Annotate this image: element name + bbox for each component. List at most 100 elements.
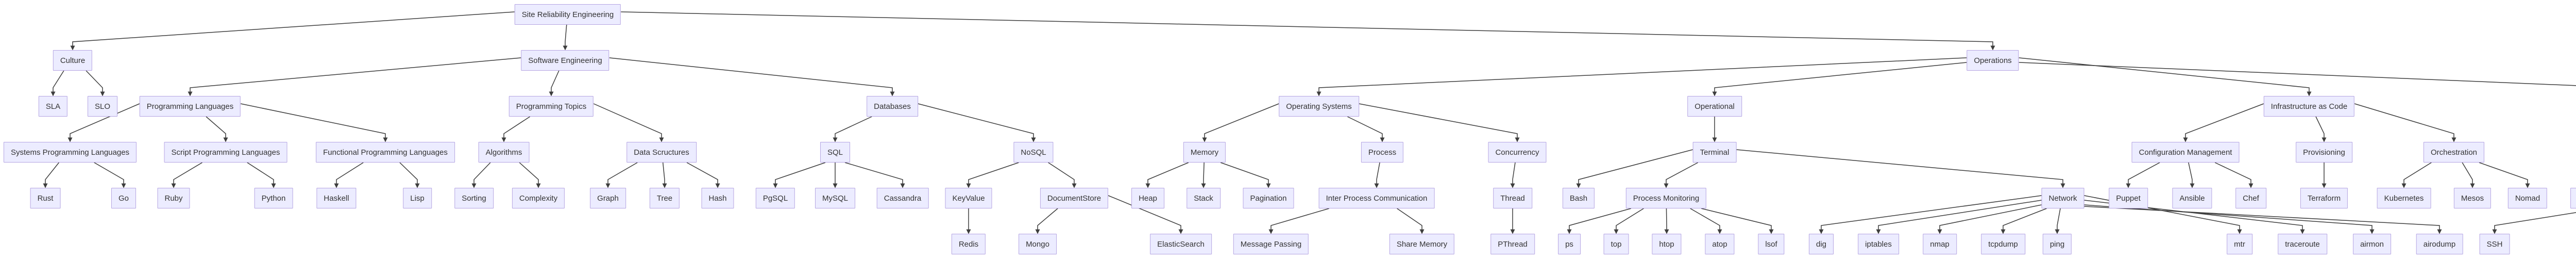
node-mysql: MySQL <box>815 188 856 208</box>
edge-databases-sql <box>833 116 872 142</box>
node-msg_passing: Message Passing <box>1233 234 1309 254</box>
edge-proc_mon-lsof <box>1701 208 1774 234</box>
node-sql: SQL <box>820 142 851 163</box>
edge-sys_pl-go <box>94 162 126 188</box>
node-haskell: Haskell <box>316 188 357 208</box>
node-proc_mon: Process Monitoring <box>1625 188 1707 208</box>
node-algorithms: Algorithms <box>478 142 530 163</box>
edge-sre-operations <box>621 11 1995 51</box>
node-os: Operating Systems <box>1279 96 1359 117</box>
node-tcpdump: tcpdump <box>1981 234 2025 254</box>
node-func_pl: Functional Programming Languages <box>316 142 455 163</box>
node-data_struct: Data Scructures <box>626 142 697 163</box>
node-culture: Culture <box>53 50 93 71</box>
edge-network-traceroute <box>2084 200 2305 234</box>
node-ansible: Ansible <box>2172 188 2212 208</box>
node-sorting: Sorting <box>454 188 494 208</box>
edge-prog_lang-func_pl <box>241 103 388 142</box>
edge-data_struct-tree <box>662 162 667 188</box>
edge-ipc-share_memory <box>1397 208 1425 234</box>
node-cassandra: Cassandra <box>876 188 929 208</box>
node-keyvalue: KeyValue <box>945 188 992 208</box>
node-script_pl: Script Programming Languages <box>164 142 287 163</box>
node-airmon: airmon <box>2353 234 2391 254</box>
edge-network-airodump <box>2084 206 2442 234</box>
node-heap: Heap <box>1131 188 1164 208</box>
edge-orchestration-nomad <box>2479 162 2530 188</box>
edge-operations-operational <box>1712 62 1967 96</box>
node-bash: Bash <box>1562 188 1595 208</box>
node-mesos: Mesos <box>2453 188 2492 208</box>
edge-network-dig <box>1819 195 2042 234</box>
edge-concurrency-thread <box>1510 162 1516 188</box>
node-sre: Site Reliability Engineering <box>514 4 621 25</box>
node-htop: htop <box>1652 234 1682 254</box>
edge-algorithms-complexity <box>519 162 541 188</box>
edge-prog_lang-script_pl <box>206 116 228 142</box>
node-mtr: mtr <box>2227 234 2252 254</box>
node-process: Process <box>1361 142 1404 163</box>
edge-network-tcpdump <box>2001 208 2047 234</box>
node-stack: Stack <box>1187 188 1221 208</box>
edge-nosql-keyvalue <box>966 162 1019 188</box>
node-docstore: DocumentStore <box>1040 188 1109 208</box>
node-nomad: Nomad <box>2507 188 2548 208</box>
edge-culture-slo <box>86 70 105 96</box>
node-lsof: lsof <box>1758 234 1785 254</box>
edge-network-iptables <box>1876 200 2042 234</box>
edge-operations-os <box>1316 57 1967 96</box>
edge-func_pl-lisp <box>399 162 420 188</box>
node-tree: Tree <box>649 188 680 208</box>
edge-config_mgmt-ansible <box>2188 162 2195 188</box>
node-puppet: Puppet <box>2109 188 2148 208</box>
edge-proc_mon-atop <box>1690 208 1722 234</box>
edge-network-ping <box>2055 208 2061 234</box>
edge-proc_mon-ps <box>1567 208 1631 234</box>
edge-orchestration-mesos <box>2462 162 2475 188</box>
edge-data_struct-graph <box>605 162 638 188</box>
edge-prog_topics-algorithms <box>501 116 531 142</box>
node-concurrency: Concurrency <box>1488 142 1547 163</box>
node-share_memory: Share Memory <box>1389 234 1455 254</box>
edge-os-process <box>1347 116 1385 142</box>
node-software_eng: Software Engineering <box>521 50 609 71</box>
node-pagination: Pagination <box>1243 188 1294 208</box>
node-terminal: Terminal <box>1692 142 1737 163</box>
edge-terminal-proc_mon <box>1664 162 1699 188</box>
node-slo: SLO <box>87 96 118 117</box>
edge-memory-pagination <box>1220 162 1271 188</box>
edge-sql-cassandra <box>844 162 905 188</box>
edge-config_mgmt-puppet <box>2126 162 2160 188</box>
edge-operations-iac <box>2019 57 2312 96</box>
edge-tcp-ssh <box>2492 212 2576 234</box>
edge-sql-pgsql <box>773 162 826 188</box>
edge-sre-software_eng <box>563 24 568 51</box>
node-pgsql: PgSQL <box>755 188 795 208</box>
node-prog_lang: Programming Languages <box>139 96 241 117</box>
edge-func_pl-haskell <box>334 162 364 188</box>
node-pthread: PThread <box>1490 234 1535 254</box>
node-ps: ps <box>1558 234 1581 254</box>
edge-script_pl-ruby <box>171 162 202 188</box>
node-network: Network <box>2041 188 2084 208</box>
node-memory: Memory <box>1183 142 1226 163</box>
node-traceroute: traceroute <box>2278 234 2327 254</box>
edge-sys_pl-rust <box>43 162 59 188</box>
node-python: Python <box>254 188 293 208</box>
node-socket: Socket <box>2570 188 2576 208</box>
node-ping: ping <box>2042 234 2072 254</box>
edge-iac-provisioning <box>2315 116 2327 142</box>
edge-os-concurrency <box>1359 103 1520 142</box>
node-chef: Chef <box>2235 188 2266 208</box>
edge-config_mgmt-chef <box>2214 162 2253 188</box>
node-mongo: Mongo <box>1019 234 1057 254</box>
node-redis: Redis <box>951 234 986 254</box>
edge-network-airmon <box>2084 204 2375 234</box>
node-operations: Operations <box>1967 50 2019 71</box>
node-hash: Hash <box>701 188 734 208</box>
node-rust: Rust <box>30 188 61 208</box>
edge-memory-heap <box>1145 162 1189 188</box>
edge-culture-sla <box>50 70 64 96</box>
